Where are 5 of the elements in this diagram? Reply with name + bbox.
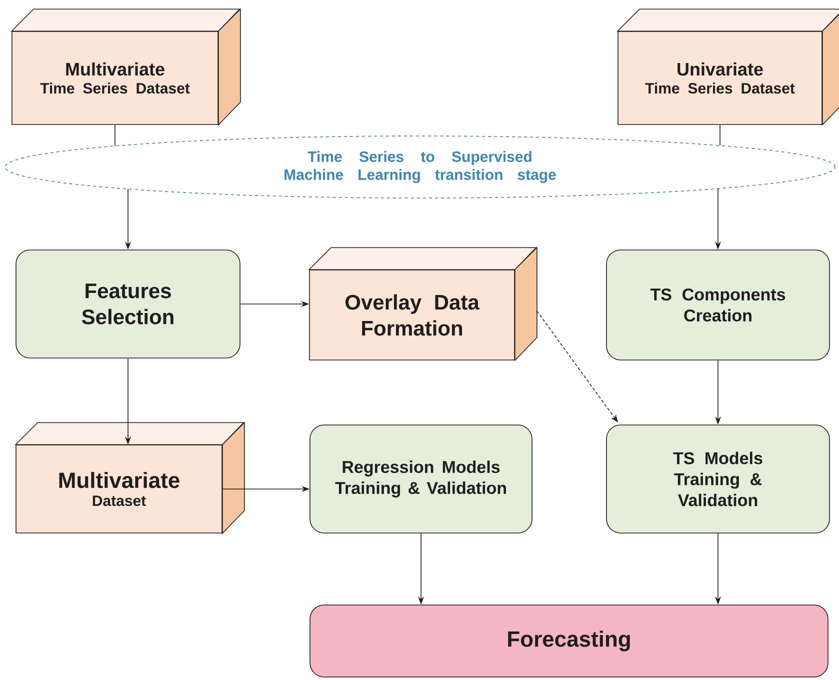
rounded-box: Regression Models Training & Validation xyxy=(310,424,532,534)
rounded-box: TS Models Training & Validation xyxy=(606,424,830,534)
rounded-box: Features Selection xyxy=(16,250,240,358)
rounded-box: TS Components Creation xyxy=(606,250,830,360)
rounded-box: Forecasting xyxy=(310,604,828,678)
